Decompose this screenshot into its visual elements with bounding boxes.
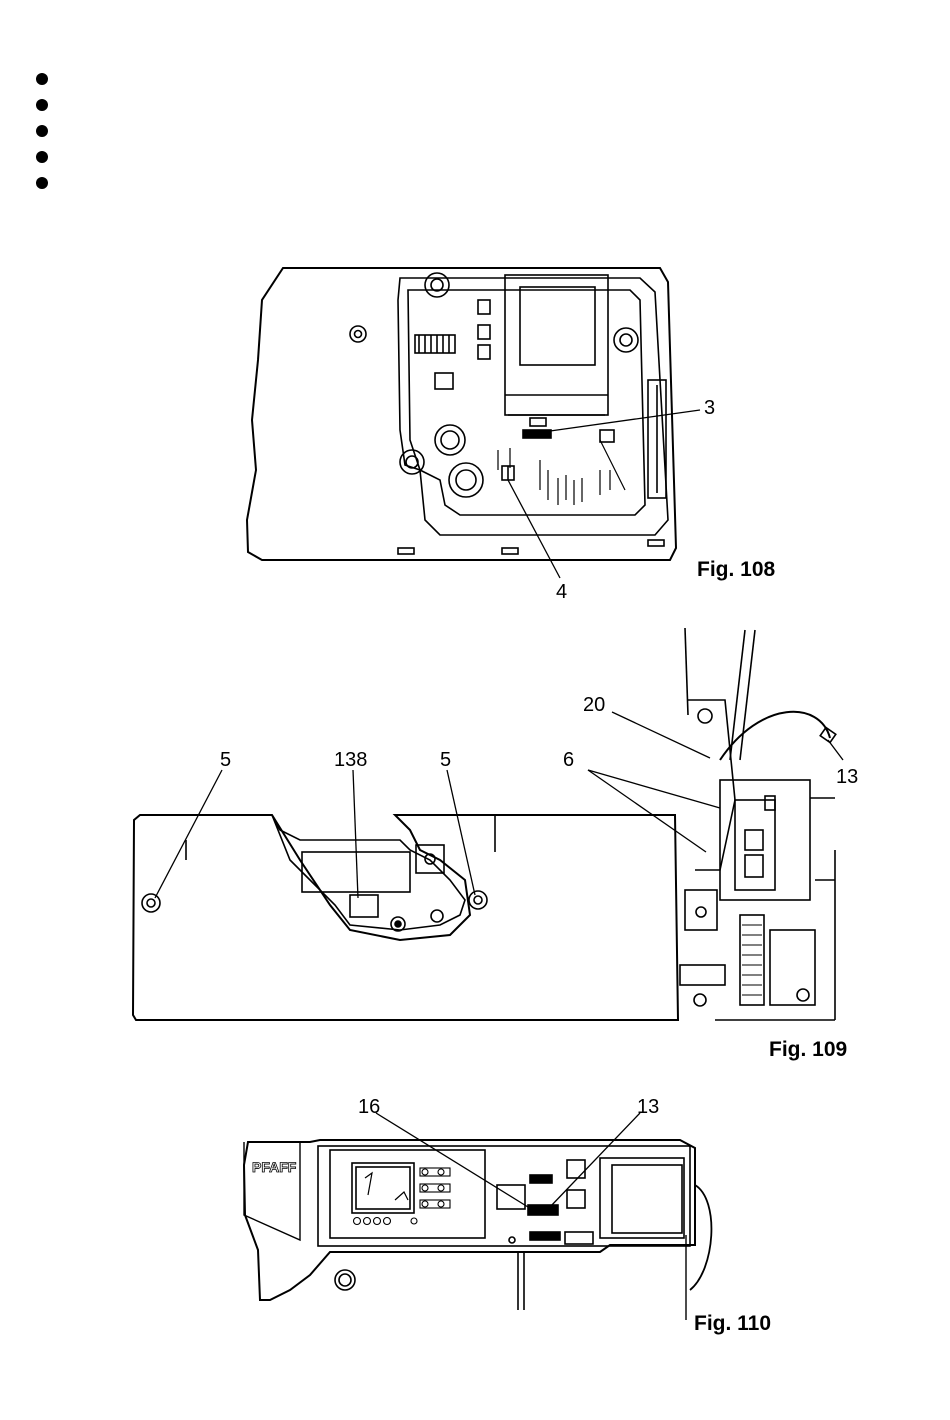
callout-3: 3 — [704, 398, 715, 418]
figure-110-caption: Fig. 110 — [694, 1312, 771, 1336]
callout-13: 13 — [836, 767, 858, 787]
callout-20: 20 — [583, 695, 605, 715]
callout-5-right: 5 — [440, 750, 451, 770]
callout-6: 6 — [563, 750, 574, 770]
callout-16: 16 — [358, 1097, 380, 1117]
figure-109-drawing — [0, 620, 950, 1040]
figure-110-drawing: PFAFF — [0, 1090, 950, 1350]
figure-108-drawing — [0, 0, 950, 620]
figure-108-caption: Fig. 108 — [697, 558, 775, 582]
brand-logo: PFAFF — [252, 1159, 297, 1175]
callout-138: 138 — [334, 750, 367, 770]
callout-5-left: 5 — [220, 750, 231, 770]
callout-4: 4 — [556, 582, 567, 602]
callout-13-fig110: 13 — [637, 1097, 659, 1117]
figure-109-caption: Fig. 109 — [769, 1038, 847, 1062]
